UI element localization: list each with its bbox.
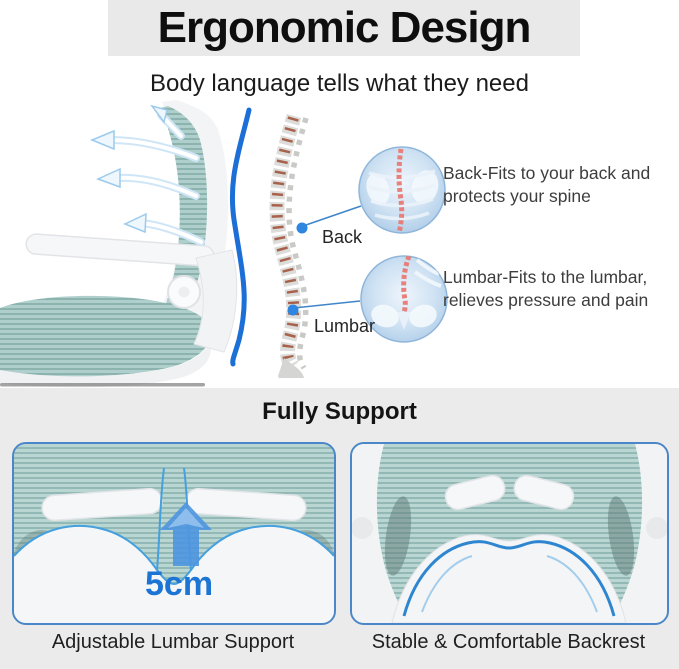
spinous-processes <box>286 117 309 370</box>
lumbar-support-panel <box>12 442 336 625</box>
armrest-hinge-right <box>646 517 667 539</box>
lumbar-point-label: Lumbar <box>314 316 376 336</box>
right-panel-caption: Stable & Comfortable Backrest <box>371 631 646 653</box>
lumbar-height-measurement: 5cm <box>145 565 214 603</box>
page-subtitle: Body language tells what they need <box>150 70 529 97</box>
backrest-rear-closeup-image <box>352 444 667 623</box>
frame-center-hump <box>391 534 627 623</box>
seat-rim <box>0 338 212 388</box>
flex-arrows-icon <box>90 104 205 246</box>
back-point-label: Back <box>322 227 363 247</box>
seat-shadow <box>0 383 205 387</box>
armrest-hinge-left <box>352 517 373 539</box>
spine-curve-icon <box>229 107 252 367</box>
chair-side-view-image <box>0 100 252 388</box>
up-arrow-icon <box>160 502 212 566</box>
support-section-title: Fully Support <box>262 398 417 425</box>
pad-right <box>513 474 575 511</box>
lumbar-xray-circle <box>360 255 448 343</box>
armrest <box>25 233 238 353</box>
sacrum <box>278 358 304 378</box>
backrest-panel <box>350 442 669 625</box>
frame-right-column <box>611 444 667 623</box>
back-xray-circle <box>358 146 446 234</box>
frame-left-column <box>352 444 408 623</box>
left-panel-caption: Adjustable Lumbar Support <box>51 631 295 653</box>
vertebral-column <box>269 113 302 370</box>
pad-left <box>444 474 506 511</box>
backrest-frame-front <box>14 525 334 623</box>
page-title: Ergonomic Design <box>157 3 532 52</box>
back-callout-text: Back-Fits to your back and protects your… <box>443 163 651 207</box>
lumbar-support-closeup-image <box>14 444 334 623</box>
title-band: Ergonomic Design <box>108 0 580 56</box>
spine-illustration <box>269 113 309 378</box>
lumbar-callout-text: Lumbar-Fits to the lumbar, relieves pres… <box>443 267 649 311</box>
seat-mesh <box>0 295 211 377</box>
